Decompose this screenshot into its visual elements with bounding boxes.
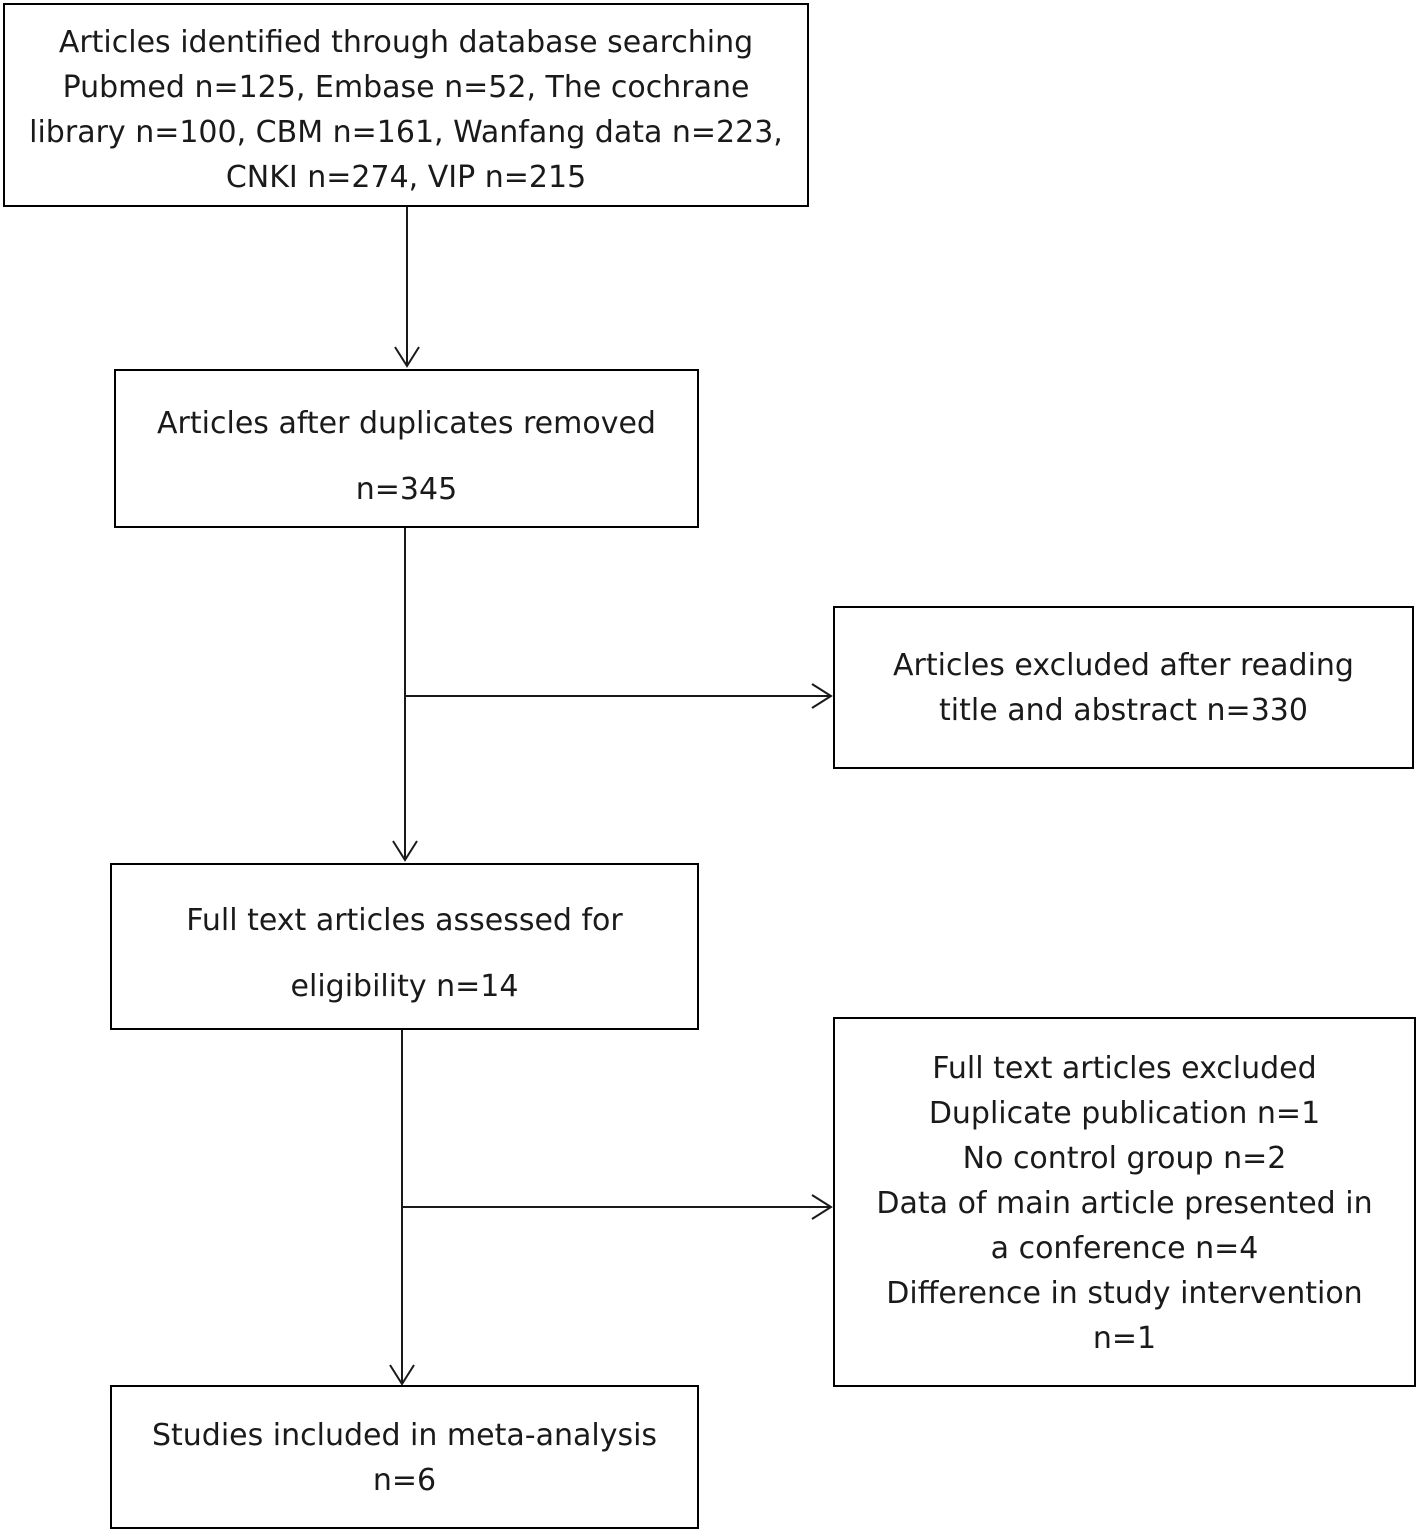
identified-records-box: Articles identified through database sea… bbox=[3, 3, 809, 207]
fulltext-excluded-reason-intervention-count: n=1 bbox=[1092, 1321, 1157, 1356]
excluded-title-abstract-line-1: Articles excluded after reading bbox=[893, 647, 1354, 683]
included-studies-box: Studies included in meta-analysis n=6 bbox=[110, 1385, 699, 1529]
fulltext-excluded-reason-conference-count: a conference n=4 bbox=[990, 1231, 1259, 1266]
fulltext-excluded-reason-no-control: No control group n=2 bbox=[962, 1141, 1287, 1176]
fulltext-excluded-box: Full text articles excluded Duplicate pu… bbox=[833, 1017, 1416, 1387]
arrowhead-branch-to-excluded-fulltext bbox=[811, 1194, 833, 1220]
excluded-title-abstract-line-2: title and abstract n=330 bbox=[939, 692, 1308, 728]
arrowhead-identified-to-deduplicated bbox=[394, 346, 420, 368]
identified-title: Articles identified through database sea… bbox=[58, 25, 754, 60]
excluded-title-abstract-box: Articles excluded after reading title an… bbox=[833, 606, 1414, 769]
fulltext-excluded-title: Full text articles excluded bbox=[932, 1051, 1317, 1086]
included-title: Studies included in meta-analysis bbox=[151, 1418, 658, 1453]
deduplicated-count: n=345 bbox=[355, 472, 458, 507]
arrowhead-deduplicated-to-fulltext bbox=[392, 840, 418, 862]
fulltext-excluded-reason-duplicate: Duplicate publication n=1 bbox=[928, 1096, 1321, 1131]
fulltext-assessed-line-1: Full text articles assessed for bbox=[186, 903, 623, 938]
fulltext-assessed-line-2: eligibility n=14 bbox=[290, 969, 519, 1004]
deduplicated-title: Articles after duplicates removed bbox=[157, 406, 656, 441]
included-count: n=6 bbox=[372, 1463, 437, 1498]
arrowhead-fulltext-to-included bbox=[389, 1364, 415, 1386]
fulltext-assessed-box: Full text articles assessed for eligibil… bbox=[110, 863, 699, 1030]
identified-sources-line-3: CNKI n=274, VIP n=215 bbox=[225, 160, 587, 195]
identified-sources-line-2: library n=100, CBM n=161, Wanfang data n… bbox=[29, 115, 783, 150]
identified-sources-line-1: Pubmed n=125, Embase n=52, The cochrane bbox=[62, 70, 750, 105]
arrowhead-branch-to-excluded-title bbox=[811, 683, 833, 709]
fulltext-excluded-reason-conference: Data of main article presented in bbox=[876, 1186, 1373, 1221]
deduplicated-records-box: Articles after duplicates removed n=345 bbox=[114, 369, 699, 528]
fulltext-excluded-reason-intervention: Difference in study intervention bbox=[886, 1276, 1363, 1311]
